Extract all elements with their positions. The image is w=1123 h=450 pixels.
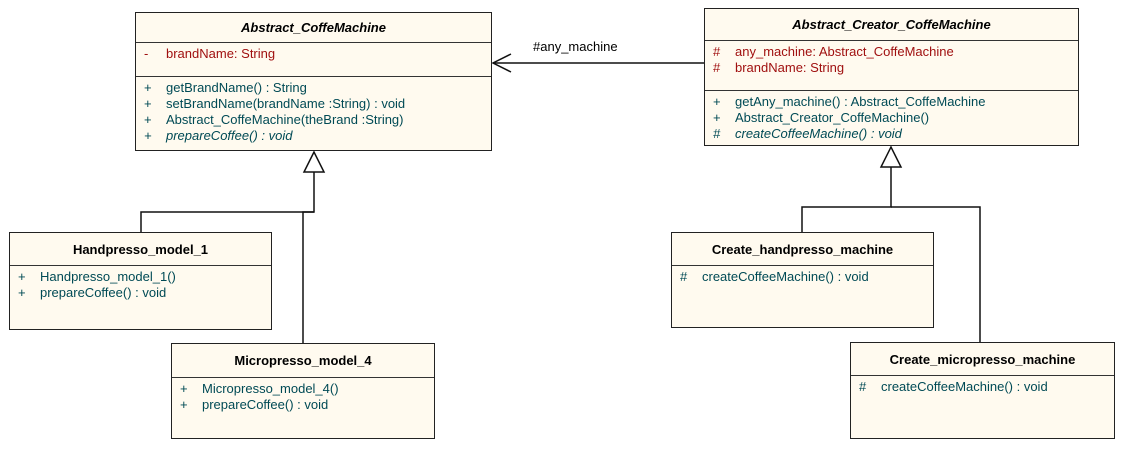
generalization-line-create-micropresso	[891, 206, 981, 342]
class-micropresso-model-4[interactable]: Micropresso_model_4 + Micropresso_model_4(…	[171, 343, 435, 439]
class-abstract-coffemachine[interactable]: Abstract_CoffeMachine - brandName: String +…	[135, 12, 492, 151]
visibility-marker: +	[144, 96, 152, 111]
method-row[interactable]: + prepareCoffee() : void	[172, 397, 434, 413]
methods-section: # createCoffeeMachine() : void	[672, 266, 933, 288]
generalization-line-create-handpresso	[801, 167, 892, 232]
method-row[interactable]: + Micropresso_model_4()	[172, 381, 434, 397]
methods-section: + Micropresso_model_4() + prepareCoffee() :…	[172, 378, 434, 416]
methods-section: + Handpresso_model_1() + prepareCoffee() : …	[10, 266, 271, 304]
method-row[interactable]: + setBrandName(brandName :String) : void	[136, 96, 491, 112]
method-text: prepareCoffee() : void	[40, 285, 167, 300]
method-text: Micropresso_model_4()	[202, 381, 339, 396]
method-row[interactable]: + Abstract_CoffeMachine(theBrand :String)	[136, 112, 491, 128]
visibility-marker: +	[18, 269, 26, 284]
attributes-section: # any_machine: Abstract_CoffeMachine # bran…	[705, 41, 1078, 91]
visibility-marker: #	[859, 379, 867, 394]
method-row[interactable]: + getBrandName() : String	[136, 80, 491, 96]
attribute-row[interactable]: # brandName: String	[705, 60, 1078, 76]
methods-section: # createCoffeeMachine() : void	[851, 376, 1114, 398]
class-abstract-creator-coffemachine[interactable]: Abstract_Creator_CoffeMachine # any_machin…	[704, 8, 1079, 146]
attribute-text: any_machine: Abstract_CoffeMachine	[735, 44, 954, 59]
visibility-marker: +	[144, 128, 152, 143]
method-row[interactable]: + Handpresso_model_1()	[10, 269, 271, 285]
method-text: getAny_machine() : Abstract_CoffeMachine	[735, 94, 986, 109]
visibility-marker: +	[18, 285, 26, 300]
method-text: prepareCoffee() : void	[166, 128, 293, 143]
visibility-marker: +	[180, 381, 188, 396]
attribute-row[interactable]: - brandName: String	[136, 46, 491, 62]
method-text: getBrandName() : String	[166, 80, 307, 95]
method-row[interactable]: + Abstract_Creator_CoffeMachine()	[705, 110, 1078, 126]
methods-section: + getAny_machine() : Abstract_CoffeMachin…	[705, 91, 1078, 145]
generalization-line-handpresso	[140, 172, 315, 232]
generalization-triangle	[879, 145, 903, 168]
visibility-marker: #	[713, 126, 721, 141]
class-name: Abstract_CoffeMachine	[136, 13, 491, 43]
method-text: prepareCoffee() : void	[202, 397, 329, 412]
visibility-marker: +	[144, 112, 152, 127]
class-handpresso-model-1[interactable]: Handpresso_model_1+Handpresso_model_1()+…	[9, 232, 272, 330]
open-arrowhead	[491, 53, 512, 73]
association-label: #any_machine	[533, 39, 618, 54]
visibility-marker: #	[713, 60, 721, 75]
visibility-marker: +	[144, 80, 152, 95]
method-text: setBrandName(brandName :String) : void	[166, 96, 406, 111]
visibility-marker: -	[144, 46, 149, 61]
class-name: Micropresso_model_4	[172, 344, 434, 378]
method-text: Abstract_CoffeMachine(theBrand :String)	[166, 112, 404, 127]
attribute-row[interactable]: # any_machine: Abstract_CoffeMachine	[705, 44, 1078, 60]
visibility-marker: +	[180, 397, 188, 412]
class-name: Create_handpresso_machine	[672, 233, 933, 266]
methods-section: + getBrandName() : String + setBrandName(br…	[136, 77, 491, 147]
method-row[interactable]: + getAny_machine() : Abstract_CoffeMachin…	[705, 94, 1078, 110]
method-text: Handpresso_model_1()	[40, 269, 176, 284]
visibility-marker: #	[680, 269, 688, 284]
class-create-handpresso-machine[interactable]: Create_handpresso_machine # createCoffeeMa…	[671, 232, 934, 328]
method-row[interactable]: + prepareCoffee() : void	[136, 128, 491, 144]
method-row[interactable]: # createCoffeeMachine() : void	[705, 126, 1078, 142]
visibility-marker: +	[713, 110, 721, 125]
method-text: Abstract_Creator_CoffeMachine()	[735, 110, 930, 125]
attributes-section: - brandName: String	[136, 43, 491, 77]
generalization-triangle	[302, 150, 326, 173]
visibility-marker: +	[713, 94, 721, 109]
attribute-text: brandName: String	[166, 46, 276, 61]
method-row[interactable]: # createCoffeeMachine() : void	[851, 379, 1114, 395]
method-row[interactable]: + prepareCoffee() : void	[10, 285, 271, 301]
class-create-micropresso-machine[interactable]: Create_micropresso_machine # createCoffeeM…	[850, 342, 1115, 439]
method-text: createCoffeeMachine() : void	[881, 379, 1048, 394]
attribute-text: brandName: String	[735, 60, 845, 75]
class-name: Handpresso_model_1	[10, 233, 271, 266]
method-text: createCoffeeMachine() : void	[735, 126, 902, 141]
method-text: createCoffeeMachine() : void	[702, 269, 869, 284]
visibility-marker: #	[713, 44, 721, 59]
method-row[interactable]: # createCoffeeMachine() : void	[672, 269, 933, 285]
class-name: Abstract_Creator_CoffeMachine	[705, 9, 1078, 41]
generalization-line-micropresso	[302, 211, 314, 343]
class-name: Create_micropresso_machine	[851, 343, 1114, 376]
